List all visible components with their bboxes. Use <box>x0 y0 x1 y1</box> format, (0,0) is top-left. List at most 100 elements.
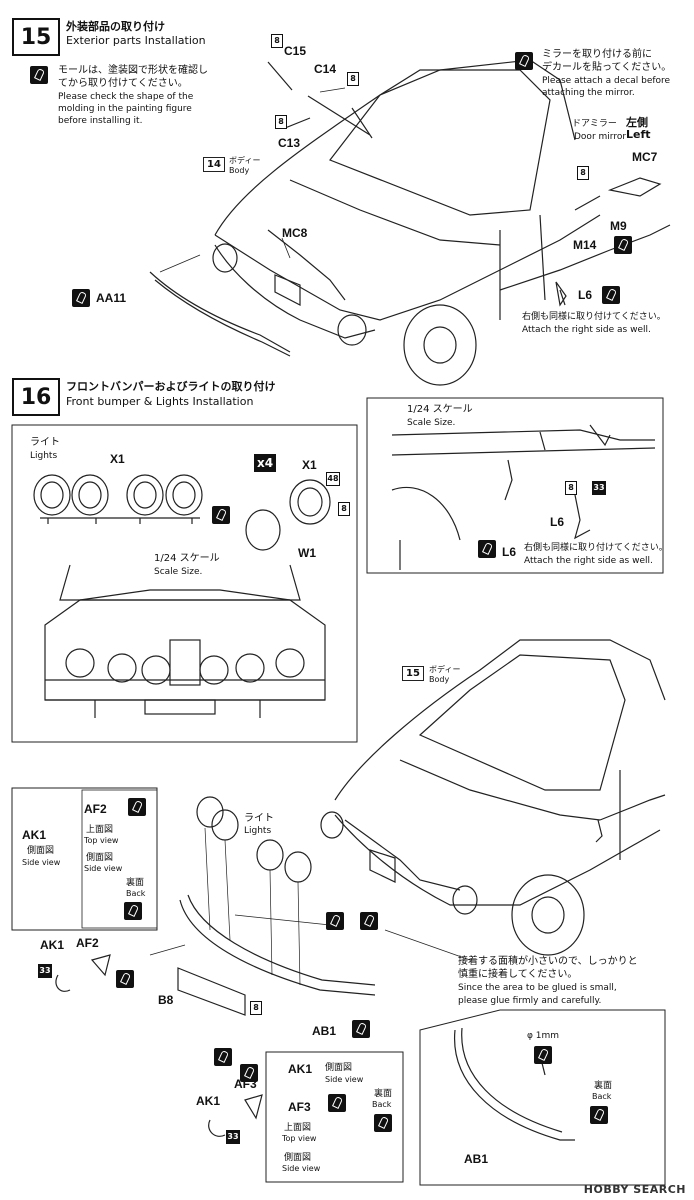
step15-car-drawing <box>149 59 671 386</box>
back-en: Back <box>126 889 146 898</box>
glue-icon <box>116 970 134 988</box>
part-b8: B8 <box>158 993 174 1007</box>
side-view-jp-3: 側面図 <box>325 1063 353 1073</box>
side-view-jp: 側面図 <box>27 846 55 856</box>
part-af2-title: AF2 <box>84 802 107 816</box>
body-jp: ボディー <box>229 156 261 165</box>
right-side-jp: 右側も同様に取り付けてください。 <box>522 312 666 322</box>
step-15-title-en: Exterior parts Installation <box>66 34 206 47</box>
part-tag: 8 <box>338 502 350 516</box>
step-16-title-jp: フロントバンパーおよびライトの取り付け <box>66 380 276 393</box>
back-jp-2: 裏面 <box>374 1089 393 1099</box>
right-side-en-16: Attach the right side as well. <box>524 556 653 566</box>
paint-icon <box>128 798 146 816</box>
phi-1mm: φ 1mm <box>527 1031 560 1041</box>
molding-note-en-1: Please check the shape of the <box>58 92 194 102</box>
side-view-jp-4: 側面図 <box>284 1153 312 1163</box>
right-side-jp-16: 右側も同様に取り付けてください。 <box>524 543 668 553</box>
body-jp-16: ボディー <box>429 665 461 674</box>
drill-icon <box>534 1046 552 1064</box>
molding-note-jp-1: モールは、塗装図で形状を確認し <box>58 65 208 76</box>
back-jp: 裏面 <box>126 878 145 888</box>
part-m9: M9 <box>610 219 627 233</box>
part-ab1: AB1 <box>312 1024 337 1038</box>
part-w1: W1 <box>298 546 316 560</box>
part-tag: 8 <box>577 166 589 180</box>
side-view-en-4: Side view <box>282 1164 321 1173</box>
part-tag: 8 <box>347 72 359 86</box>
mirror-note-en-2: attaching the mirror. <box>542 88 635 98</box>
step-15-number: 15 <box>12 18 60 56</box>
part-af3: AF3 <box>234 1077 257 1091</box>
part-tag-33: 33 <box>226 1130 240 1144</box>
side-view-en-2: Side view <box>84 864 123 873</box>
paint-icon <box>602 286 620 304</box>
step16-car-drawing <box>320 639 666 956</box>
glue-icon <box>124 902 142 920</box>
scale-jp: 1/24 スケール <box>154 553 220 564</box>
lights-jp: ライト <box>30 437 60 448</box>
part-ak1-box: AK1 <box>288 1062 313 1076</box>
molding-note-en-3: before installing it. <box>58 116 143 126</box>
part-mc8: MC8 <box>282 226 308 240</box>
body-en-16: Body <box>429 675 450 684</box>
scale-en: Scale Size. <box>154 567 203 577</box>
scale-jp-right: 1/24 スケール <box>407 404 473 415</box>
glue-icon <box>374 1114 392 1132</box>
watermark: HOBBY SEARCH <box>583 1183 686 1196</box>
back-jp-3: 裏面 <box>594 1081 613 1091</box>
scale-box-drawing <box>391 424 656 570</box>
glue-icon <box>212 506 230 524</box>
paint-icon <box>614 236 632 254</box>
part-af2: AF2 <box>76 936 99 950</box>
lights-en-2: Lights <box>244 826 272 836</box>
glue-note-en-1: Since the area to be glued is small, <box>458 983 617 993</box>
part-mc7: MC7 <box>632 150 658 164</box>
part-tag: 8 <box>565 481 577 495</box>
side-view-en: Side view <box>22 858 61 867</box>
glue-icon <box>590 1106 608 1124</box>
lights-en: Lights <box>30 451 58 461</box>
part-ak1: AK1 <box>40 938 65 952</box>
part-l6-step16-b: L6 <box>502 545 517 559</box>
part-x1: X1 <box>110 452 125 466</box>
paint-icon <box>240 1064 258 1082</box>
part-tag-48: 48 <box>326 472 340 486</box>
body-en: Body <box>229 166 250 175</box>
molding-note-en-2: molding in the painting figure <box>58 104 192 114</box>
glue-note-jp-1: 接着する面積が小さいので、しっかりと <box>458 956 638 967</box>
top-view-en-2: Top view <box>282 1134 317 1143</box>
molding-note-jp-2: てから取り付けてください。 <box>58 78 188 89</box>
door-mirror-side-jp: 左側 <box>626 116 648 129</box>
part-x1-detail: X1 <box>302 458 317 472</box>
lights-box-drawing <box>33 474 331 718</box>
paint-icon <box>328 1094 346 1112</box>
paint-icon <box>478 540 496 558</box>
top-view-jp-2: 上面図 <box>284 1123 312 1133</box>
paint-icon <box>30 66 48 84</box>
mirror-note-en-1: Please attach a decal before <box>542 76 671 86</box>
door-mirror-side-en: Left <box>626 128 651 141</box>
part-tag: 8 <box>271 34 283 48</box>
back-en-2: Back <box>372 1100 392 1109</box>
glue-icon <box>326 912 344 930</box>
glue-note-en-2: please glue firmly and carefully. <box>458 996 602 1006</box>
back-en-3: Back <box>592 1092 612 1101</box>
right-side-en: Attach the right side as well. <box>522 325 651 335</box>
paint-icon <box>515 52 533 70</box>
door-mirror-en: Door mirror <box>574 132 627 142</box>
part-tag: 8 <box>250 1001 262 1015</box>
top-view-en: Top view <box>84 836 119 845</box>
paint-icon <box>360 912 378 930</box>
door-mirror-jp: ドアミラー <box>572 119 617 129</box>
side-view-en-3: Side view <box>325 1075 364 1084</box>
glue-icon <box>352 1020 370 1038</box>
side-view-jp-2: 側面図 <box>86 853 114 863</box>
part-af3-box: AF3 <box>288 1100 311 1114</box>
step-15-title-jp: 外装部品の取り付け <box>66 20 165 33</box>
part-ak1-title: AK1 <box>22 828 47 842</box>
glue-icon <box>214 1048 232 1066</box>
body-ref-14: 14 <box>203 157 225 172</box>
part-c13: C13 <box>278 136 301 150</box>
